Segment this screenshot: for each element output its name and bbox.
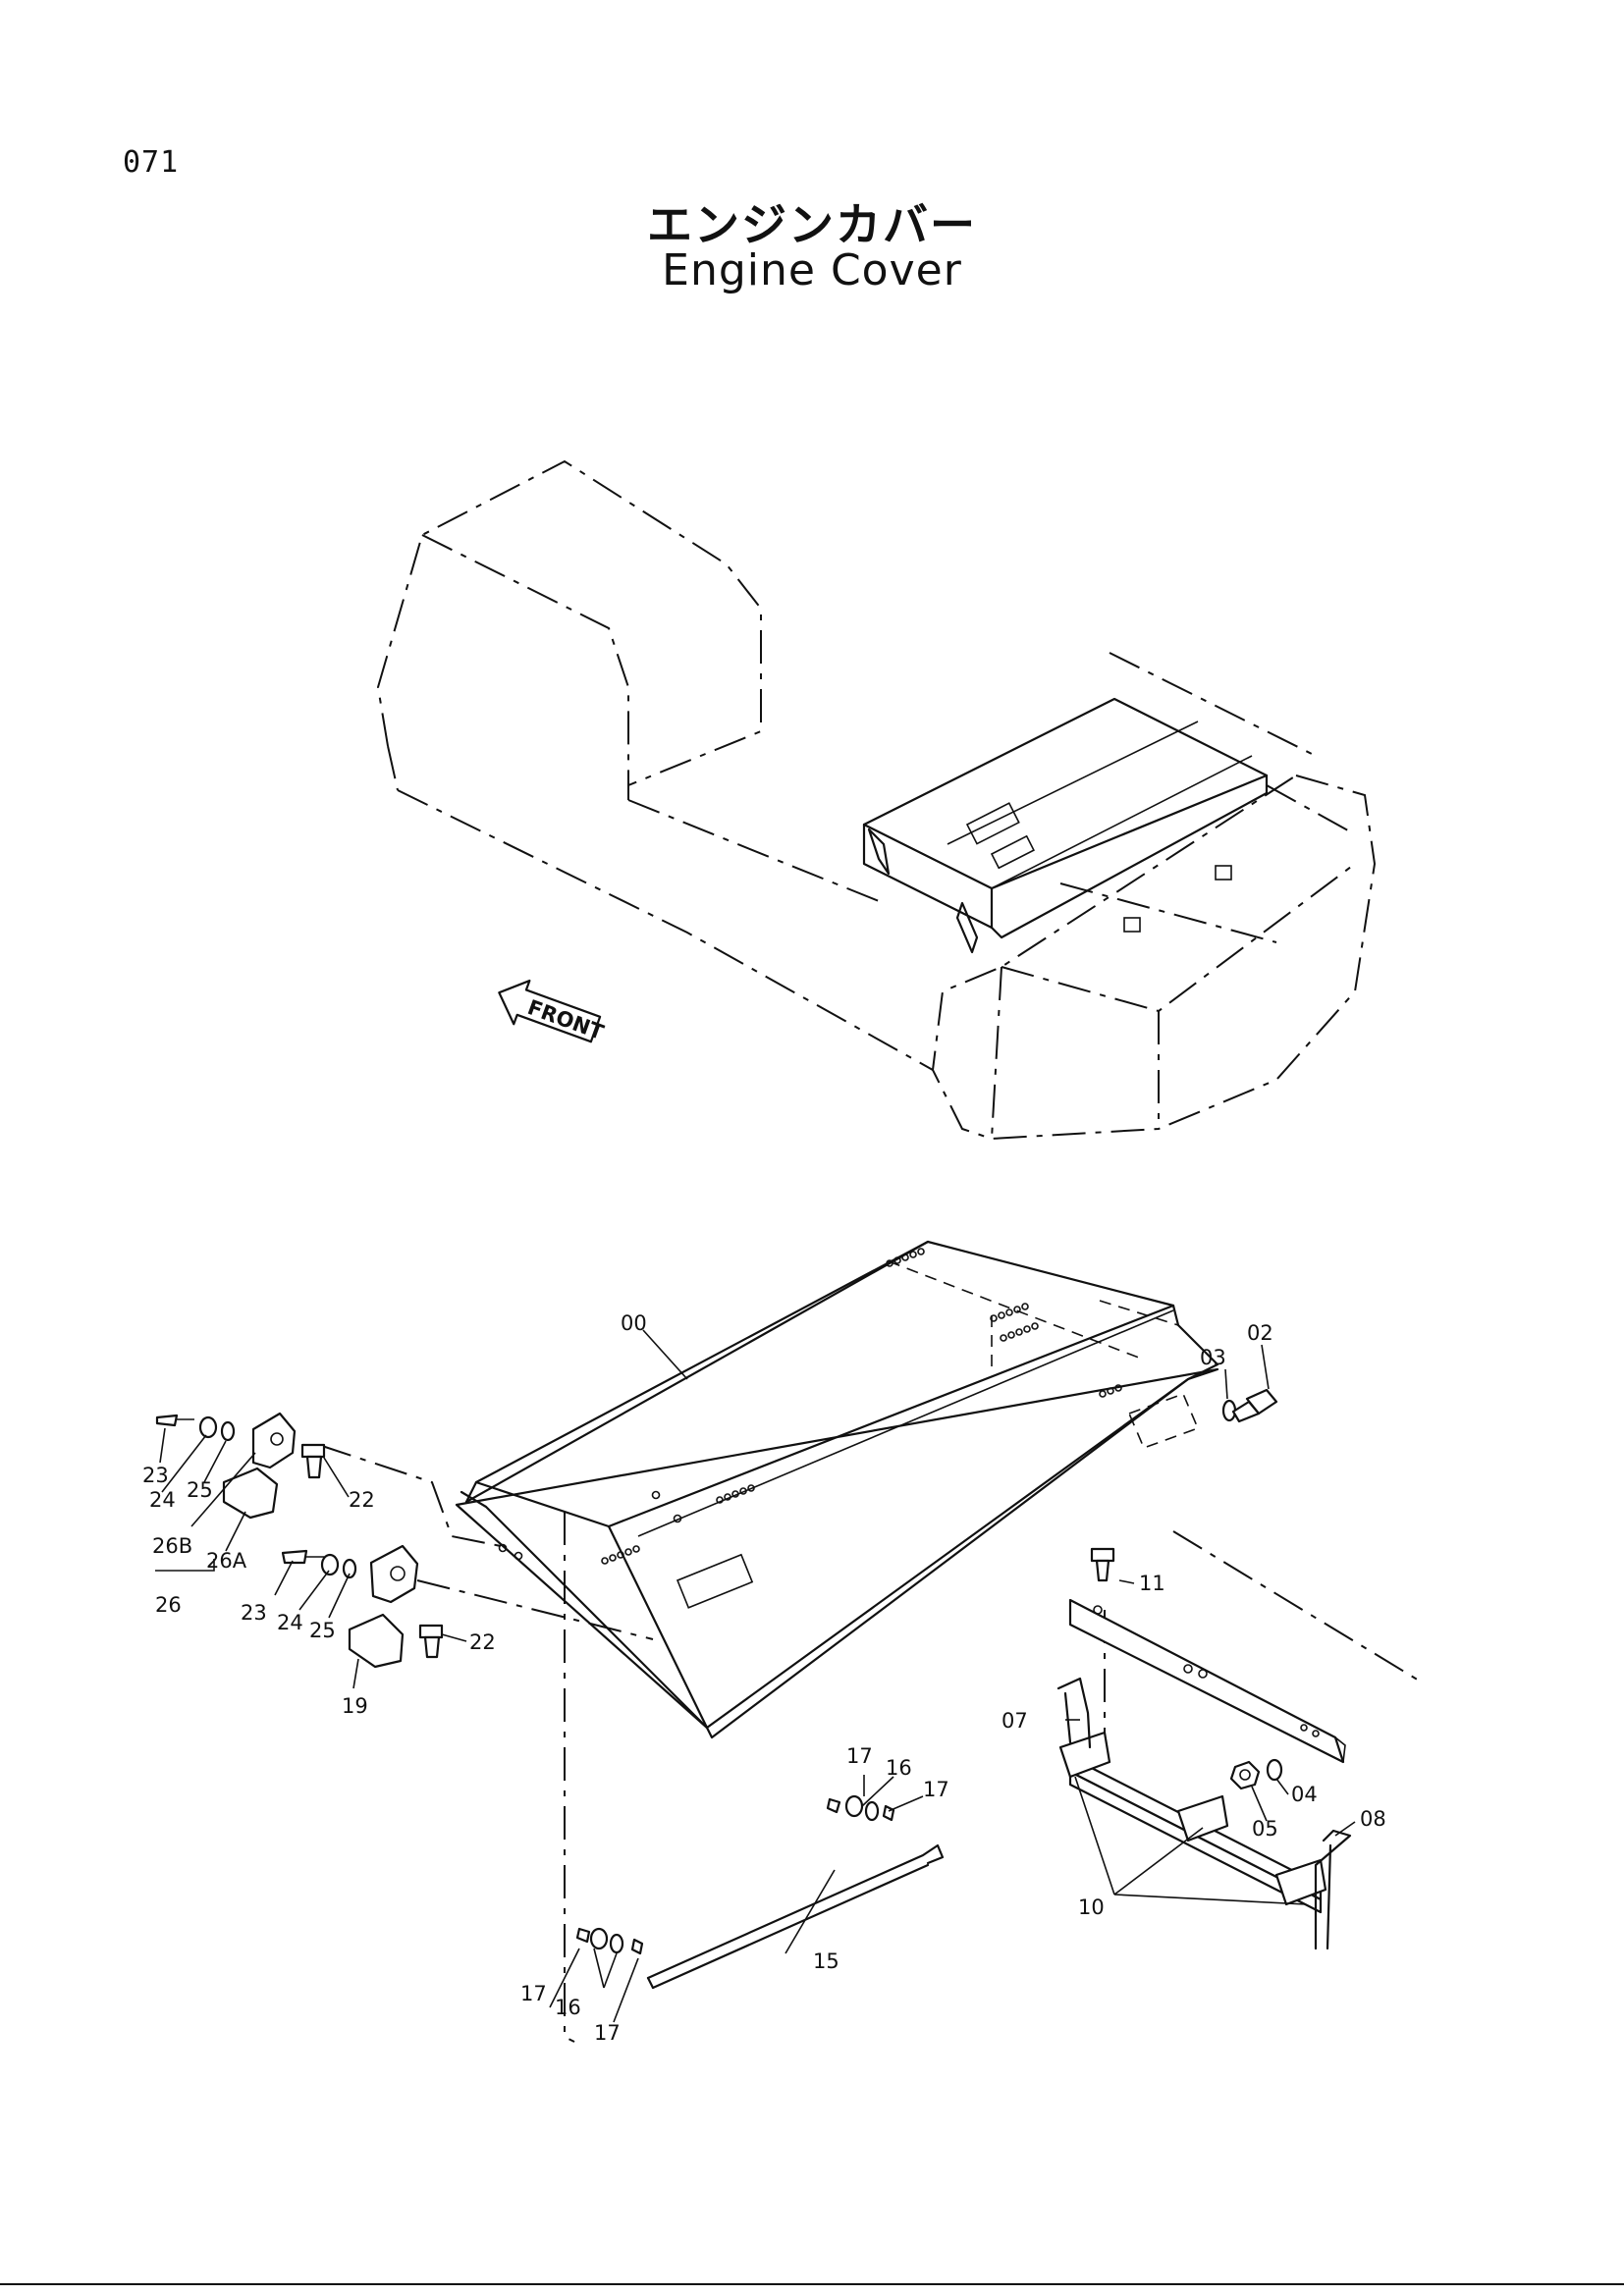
nut-and-washer [1229, 1758, 1283, 1790]
part-label-23-upper: 23 [142, 1464, 169, 1487]
front-arrow-label: FRONT [524, 995, 607, 1044]
part-label-05: 05 [1252, 1817, 1278, 1841]
support-bracket [1068, 1547, 1346, 1764]
front-direction-arrow: FRONT [498, 979, 607, 1044]
part-label-07: 07 [1001, 1709, 1028, 1733]
part-label-10: 10 [1078, 1896, 1105, 1919]
footer-rule [0, 2283, 1624, 2285]
part-label-23-lower: 23 [241, 1601, 267, 1625]
part-label-22-upper: 22 [349, 1488, 375, 1512]
page-title-japanese: エンジンカバー [647, 198, 977, 251]
hinge-assembly-upper [155, 1412, 326, 1520]
engine-cover-installed [862, 697, 1269, 954]
part-label-08: 08 [1360, 1807, 1386, 1831]
part-label-17-upper-left: 17 [846, 1744, 873, 1768]
engine-cover-panel [455, 1240, 1219, 1739]
part-label-03: 03 [1200, 1346, 1226, 1369]
part-label-26: 26 [155, 1593, 182, 1617]
part-label-22-lower: 22 [469, 1630, 496, 1654]
part-label-04: 04 [1291, 1783, 1318, 1806]
part-label-26B: 26B [152, 1534, 192, 1558]
stay-frame-assembly [1056, 1677, 1352, 1950]
part-label-24-upper: 24 [149, 1488, 176, 1512]
part-label-24-lower: 24 [277, 1611, 303, 1634]
part-label-16-lower: 16 [555, 1996, 581, 2019]
part-label-19: 19 [342, 1694, 368, 1718]
part-label-02: 02 [1247, 1321, 1273, 1345]
support-rod [575, 1794, 945, 1990]
part-label-16-upper: 16 [886, 1756, 912, 1780]
leader-lines [155, 1329, 1356, 2023]
part-label-17-lower-right: 17 [594, 2021, 621, 2045]
machine-body-outline [376, 459, 1377, 1141]
part-label-17-lower-left: 17 [520, 1982, 547, 2005]
hinge-assembly-lower [281, 1544, 444, 1669]
bolt-and-washer-right [1221, 1388, 1278, 1423]
page-title-english: Engine Cover [662, 245, 962, 295]
part-label-00: 00 [621, 1311, 647, 1335]
assembly-lines [318, 1444, 1425, 2043]
page-number: 071 [123, 145, 180, 180]
part-label-25-upper: 25 [187, 1478, 213, 1502]
part-label-11: 11 [1139, 1572, 1165, 1595]
part-label-25-lower: 25 [309, 1619, 336, 1642]
cover-vent-holes [498, 1248, 1122, 1565]
part-number-labels: 00 02 03 11 07 04 05 08 10 15 16 17 17 1… [142, 1311, 1386, 2045]
part-label-26A: 26A [206, 1549, 247, 1573]
part-label-17-upper-right: 17 [923, 1778, 949, 1801]
part-label-15: 15 [813, 1949, 839, 1973]
